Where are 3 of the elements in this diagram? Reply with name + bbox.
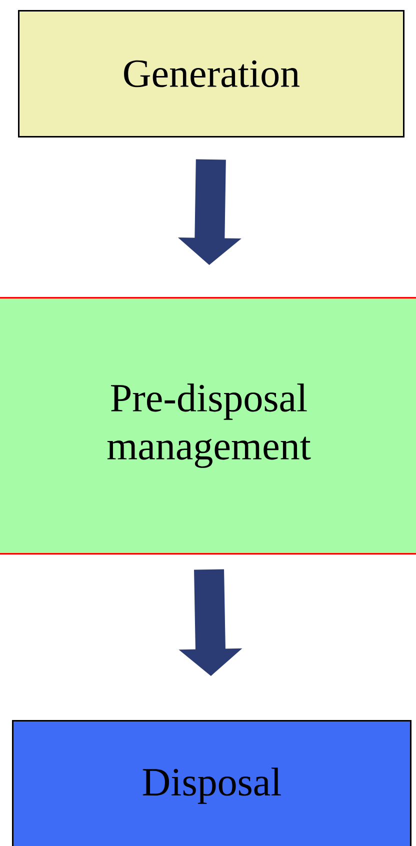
process-box: Disposal (12, 720, 412, 846)
process-box: Pre-disposal management (0, 297, 416, 554)
process-box: Generation (18, 10, 404, 138)
